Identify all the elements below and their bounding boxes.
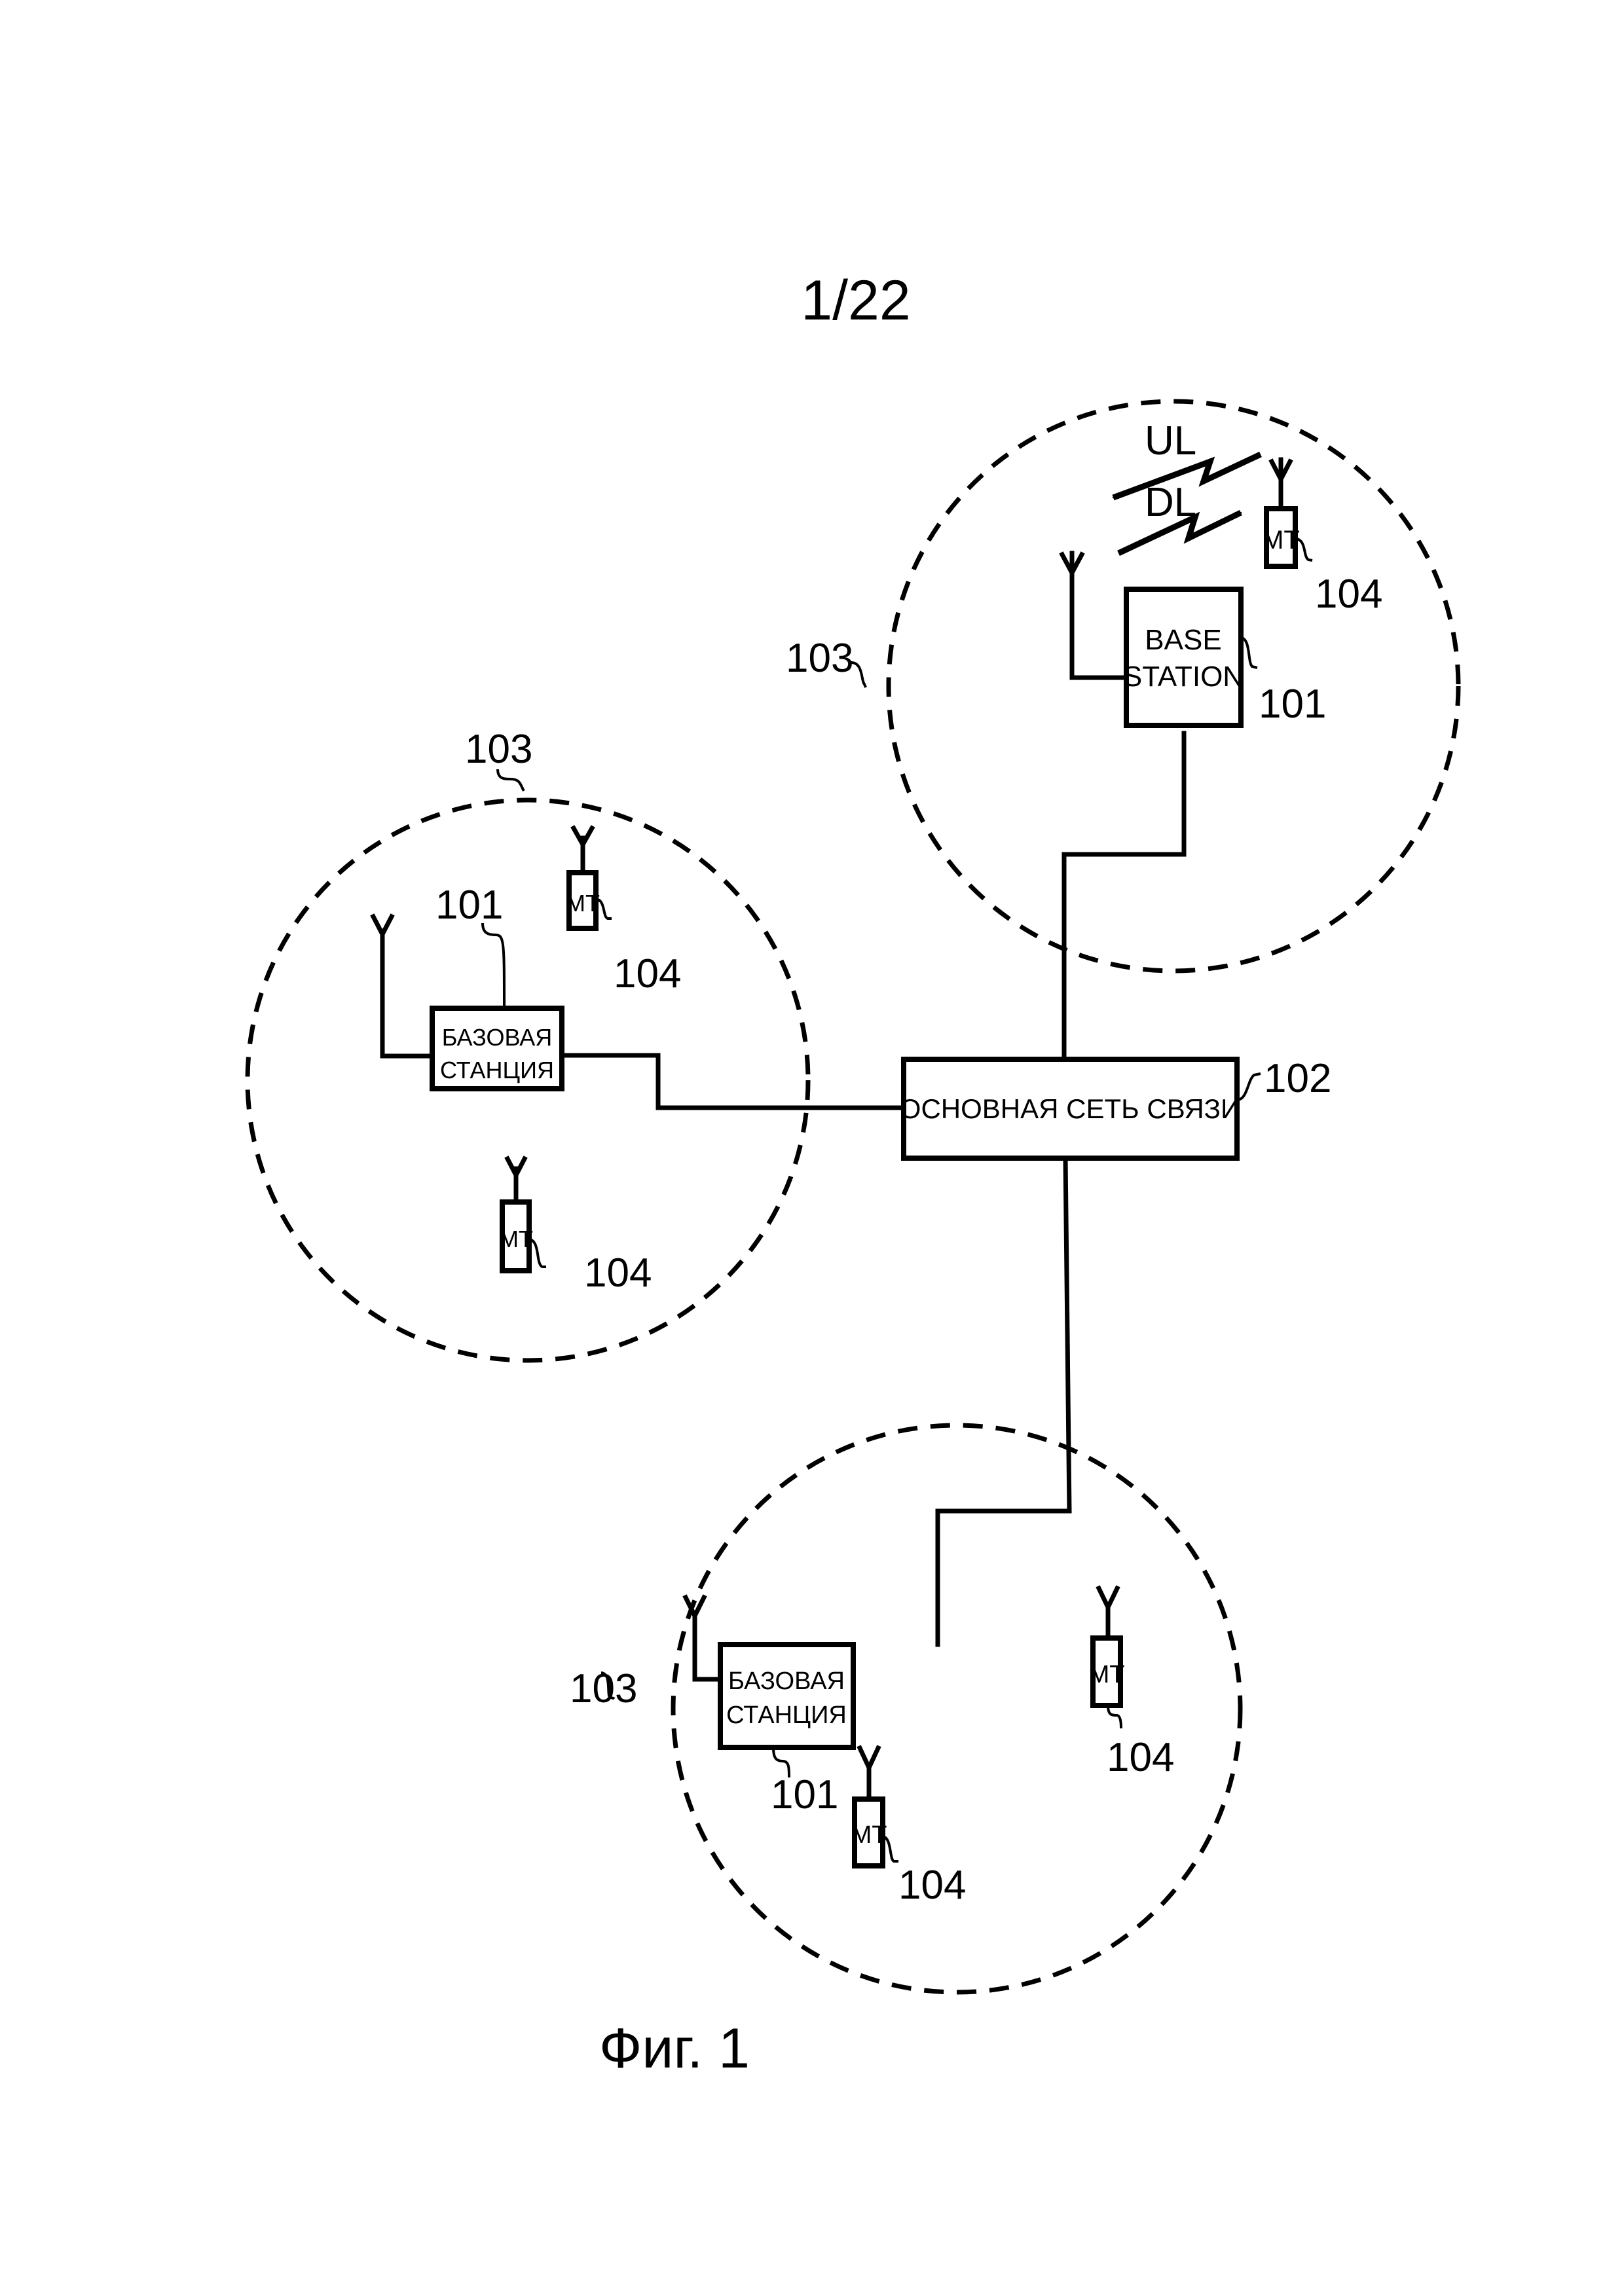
ref-leader-102 <box>1236 1072 1261 1101</box>
antenna-icon <box>1096 1585 1120 1641</box>
ref-104-left-lower: 104 <box>584 1250 652 1296</box>
downlink-arrow-icon <box>1117 509 1242 556</box>
mobile-terminal-box <box>500 1199 532 1273</box>
cell-top-right: 103 BASE STATION 101 MT 104 UL <box>786 418 1382 728</box>
antenna-icon <box>370 913 435 1059</box>
page-number: 1/22 <box>801 269 910 332</box>
antenna-icon <box>857 1745 881 1802</box>
antenna-icon <box>570 825 595 875</box>
link-top-bs-core <box>1061 731 1187 1062</box>
ref-leader-101-left <box>481 922 506 1009</box>
ref-104-bottom-lower: 104 <box>898 1863 966 1908</box>
antenna-icon <box>1059 551 1129 680</box>
ref-101-top-right: 101 <box>1259 682 1326 727</box>
ref-103-top-right: 103 <box>786 636 853 681</box>
ref-102: 102 <box>1264 1056 1331 1101</box>
base-station-label-line1: БАЗОВАЯ <box>728 1667 845 1695</box>
ref-101-left: 101 <box>435 883 503 928</box>
core-network-box <box>901 1057 1240 1161</box>
base-station-label-line2: СТАНЦИЯ <box>440 1057 554 1084</box>
mobile-terminal-label: MT <box>1089 1661 1125 1688</box>
ref-leader-104-left-lower <box>528 1238 546 1268</box>
mobile-terminal-label: MT <box>566 890 600 917</box>
ref-101-bottom: 101 <box>771 1772 838 1817</box>
link-left-bs-core <box>559 1053 906 1110</box>
ref-leader-104-left-upper <box>595 898 612 920</box>
ref-104-bottom-right: 104 <box>1107 1735 1174 1780</box>
mobile-terminal-label: MT <box>499 1226 533 1252</box>
ref-leader-101-top-right <box>1240 636 1258 669</box>
base-station-label-line1: BASE <box>1145 624 1221 656</box>
ref-leader-104-top-right <box>1296 538 1313 562</box>
backhaul-links <box>559 731 1187 1647</box>
base-station-label-line2: STATION <box>1123 661 1244 693</box>
mobile-terminal-label: MT <box>851 1821 887 1849</box>
base-station-label-line1: БАЗОВАЯ <box>442 1024 553 1051</box>
ref-leader-101-bottom <box>772 1747 790 1778</box>
base-station-box <box>718 1642 856 1750</box>
antenna-icon <box>1268 457 1293 511</box>
ref-103-left: 103 <box>465 727 532 772</box>
uplink-label: UL <box>1145 418 1196 464</box>
base-station-label-line2: СТАНЦИЯ <box>726 1702 847 1729</box>
antenna-icon <box>504 1156 528 1205</box>
cell-coverage-left <box>245 797 811 1363</box>
antenna-icon <box>682 1594 723 1682</box>
cell-coverage-bottom <box>671 1423 1243 1995</box>
ref-leader-103-top-right <box>851 661 867 688</box>
ref-leader-104-bottom-lower <box>882 1835 898 1863</box>
figure-caption: Фиг. 1 <box>599 2017 750 2080</box>
core-network: ОСНОВНАЯ СЕТЬ СВЯЗИ 102 <box>900 1056 1331 1161</box>
ref-104-top-right: 104 <box>1315 572 1382 617</box>
cell-bottom: 103 БАЗОВАЯ СТАНЦИЯ 101 MT 104 MT 104 <box>570 1585 1174 1908</box>
uplink-arrow-icon <box>1112 451 1262 501</box>
ref-leader-104-bottom-right <box>1107 1705 1122 1729</box>
core-network-label: ОСНОВНАЯ СЕТЬ СВЯЗИ <box>900 1093 1240 1124</box>
ref-leader-103-bottom <box>600 1671 616 1700</box>
base-station-box <box>430 1006 564 1091</box>
cell-left: 103 БАЗОВАЯ СТАНЦИЯ 101 MT 104 MT 104 <box>370 727 681 1296</box>
mobile-terminal-label: MT <box>1262 526 1300 555</box>
ref-104-left-upper: 104 <box>614 951 681 996</box>
ref-leader-103-left <box>496 769 525 792</box>
base-station-box <box>1124 587 1244 728</box>
link-core-bottom-bs <box>935 1156 1072 1647</box>
cell-coverage-top-right <box>886 399 1461 974</box>
downlink-label: DL <box>1145 480 1196 525</box>
